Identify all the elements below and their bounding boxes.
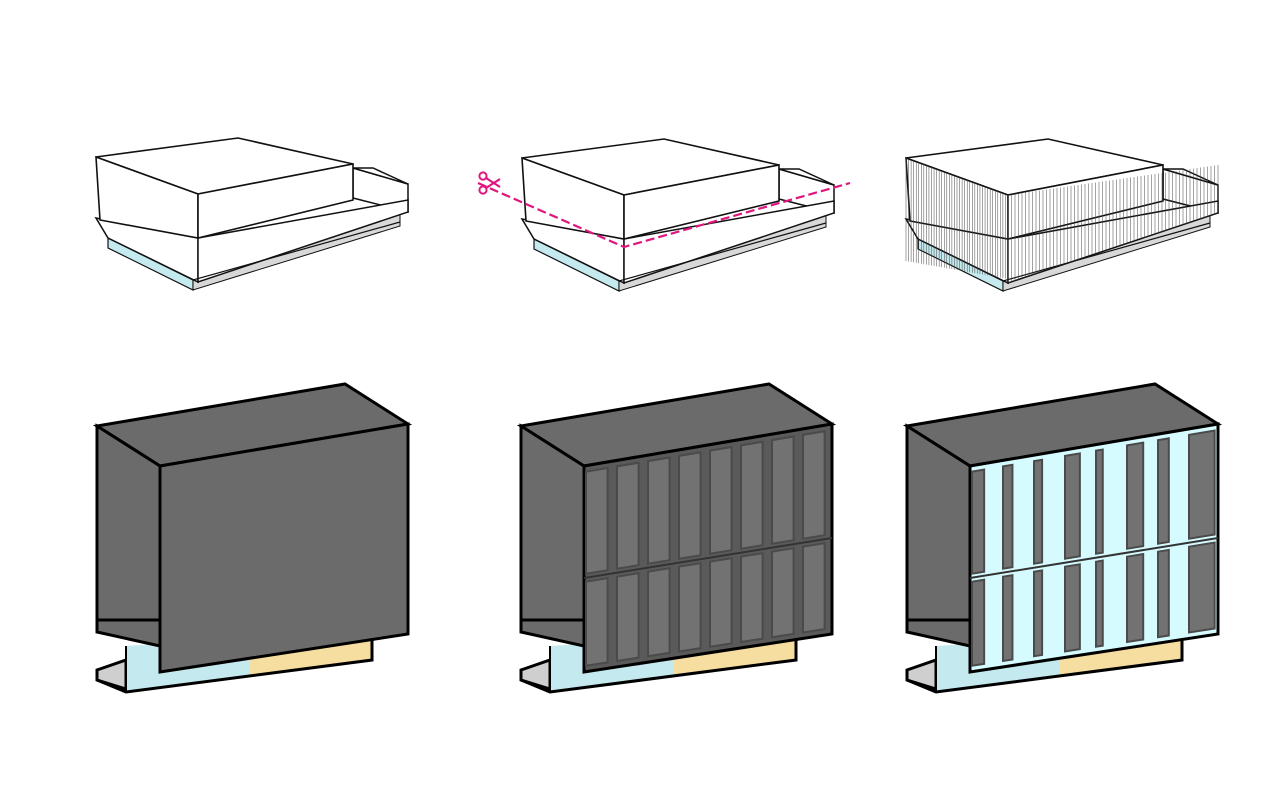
facade-panel	[678, 562, 702, 653]
facade-panel	[1188, 541, 1216, 634]
facade-panel	[585, 577, 609, 667]
facade-panel	[585, 466, 609, 575]
solid-facade-panel	[158, 422, 410, 674]
facade-panel	[709, 557, 733, 648]
facade-panel	[802, 430, 826, 540]
facade-panel	[1095, 448, 1104, 555]
section-cut-line	[477, 181, 851, 249]
vertical-fin-texture	[905, 158, 1219, 283]
massing-cut-step	[477, 138, 851, 292]
scissors-icon	[478, 171, 501, 195]
facade-panel	[647, 567, 671, 658]
facade-panel	[1095, 559, 1104, 648]
facade-panel	[740, 552, 764, 644]
facade-panel	[1126, 552, 1145, 644]
section-panels-step	[519, 382, 834, 694]
facade-panel	[1064, 563, 1081, 653]
facade-panel	[802, 542, 826, 634]
floor-line	[969, 537, 1219, 579]
massing-textured-step	[905, 138, 1219, 292]
facade-panel	[1002, 463, 1014, 570]
facade-panel	[1002, 573, 1014, 663]
facade-panel	[1157, 548, 1170, 639]
facade-panel	[1064, 452, 1081, 560]
facade-panel	[740, 440, 764, 550]
facade-panel	[678, 451, 702, 560]
panel-grid-facade	[582, 422, 834, 674]
facade-panel	[647, 456, 671, 565]
facade-panel	[1157, 437, 1170, 545]
facade-panel	[971, 468, 986, 575]
facade-panel	[1033, 569, 1044, 658]
section-solid-step	[95, 382, 410, 694]
facade-backing	[582, 422, 834, 674]
facade-panel	[709, 445, 733, 555]
glazing-backing	[968, 422, 1220, 674]
facade-panel	[1033, 458, 1044, 565]
glazed-slot-facade	[968, 422, 1220, 674]
section-glazed-step	[905, 382, 1220, 694]
facade-panel	[771, 547, 795, 639]
massing-plain-step	[95, 137, 409, 291]
facade-panel	[1188, 429, 1216, 540]
facade-panel	[771, 435, 795, 545]
facade-panel	[616, 461, 640, 570]
facade-panel	[616, 572, 640, 663]
floor-line	[583, 537, 833, 579]
facade-panel	[1126, 441, 1145, 550]
facade-panel	[971, 578, 986, 667]
